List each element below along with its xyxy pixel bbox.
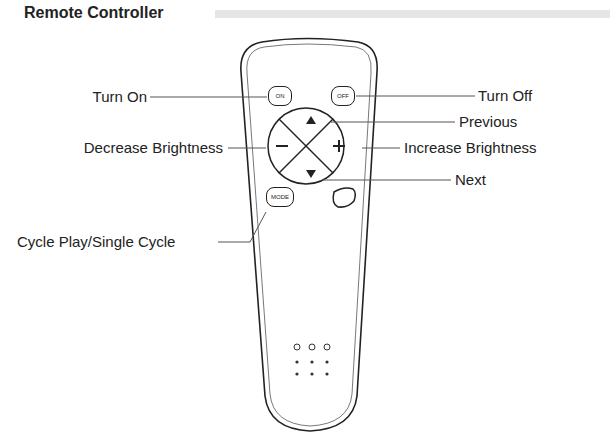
callout-label: Next	[455, 171, 486, 189]
remote-button: MODE	[266, 187, 294, 207]
remote-inner-edge	[247, 44, 371, 426]
callout-label: Turn On	[93, 88, 147, 106]
direction-pad	[268, 108, 344, 184]
speaker-dots	[295, 360, 328, 375]
speaker-holes	[294, 344, 330, 350]
title-text: Remote Controller	[24, 4, 164, 22]
callout-label: Previous	[459, 113, 517, 131]
callout-label: Increase Brightness	[404, 139, 537, 157]
callout-label: Decrease Brightness	[84, 139, 223, 157]
down-symbol	[306, 170, 316, 178]
remote-button: OFF	[331, 86, 355, 106]
title-bar	[215, 10, 610, 18]
button-text: OFF	[337, 93, 349, 100]
button-text: MODE	[271, 194, 289, 201]
up-symbol	[306, 116, 316, 124]
plus-symbol	[333, 140, 345, 152]
minus-symbol	[276, 145, 288, 147]
remote-button: ON	[268, 86, 292, 106]
button-text: ON	[276, 93, 285, 100]
callout-label: Cycle Play/Single Cycle	[17, 233, 175, 251]
leader-lines	[150, 96, 475, 242]
spare-button	[333, 188, 355, 207]
callout-label: Turn Off	[478, 87, 532, 105]
